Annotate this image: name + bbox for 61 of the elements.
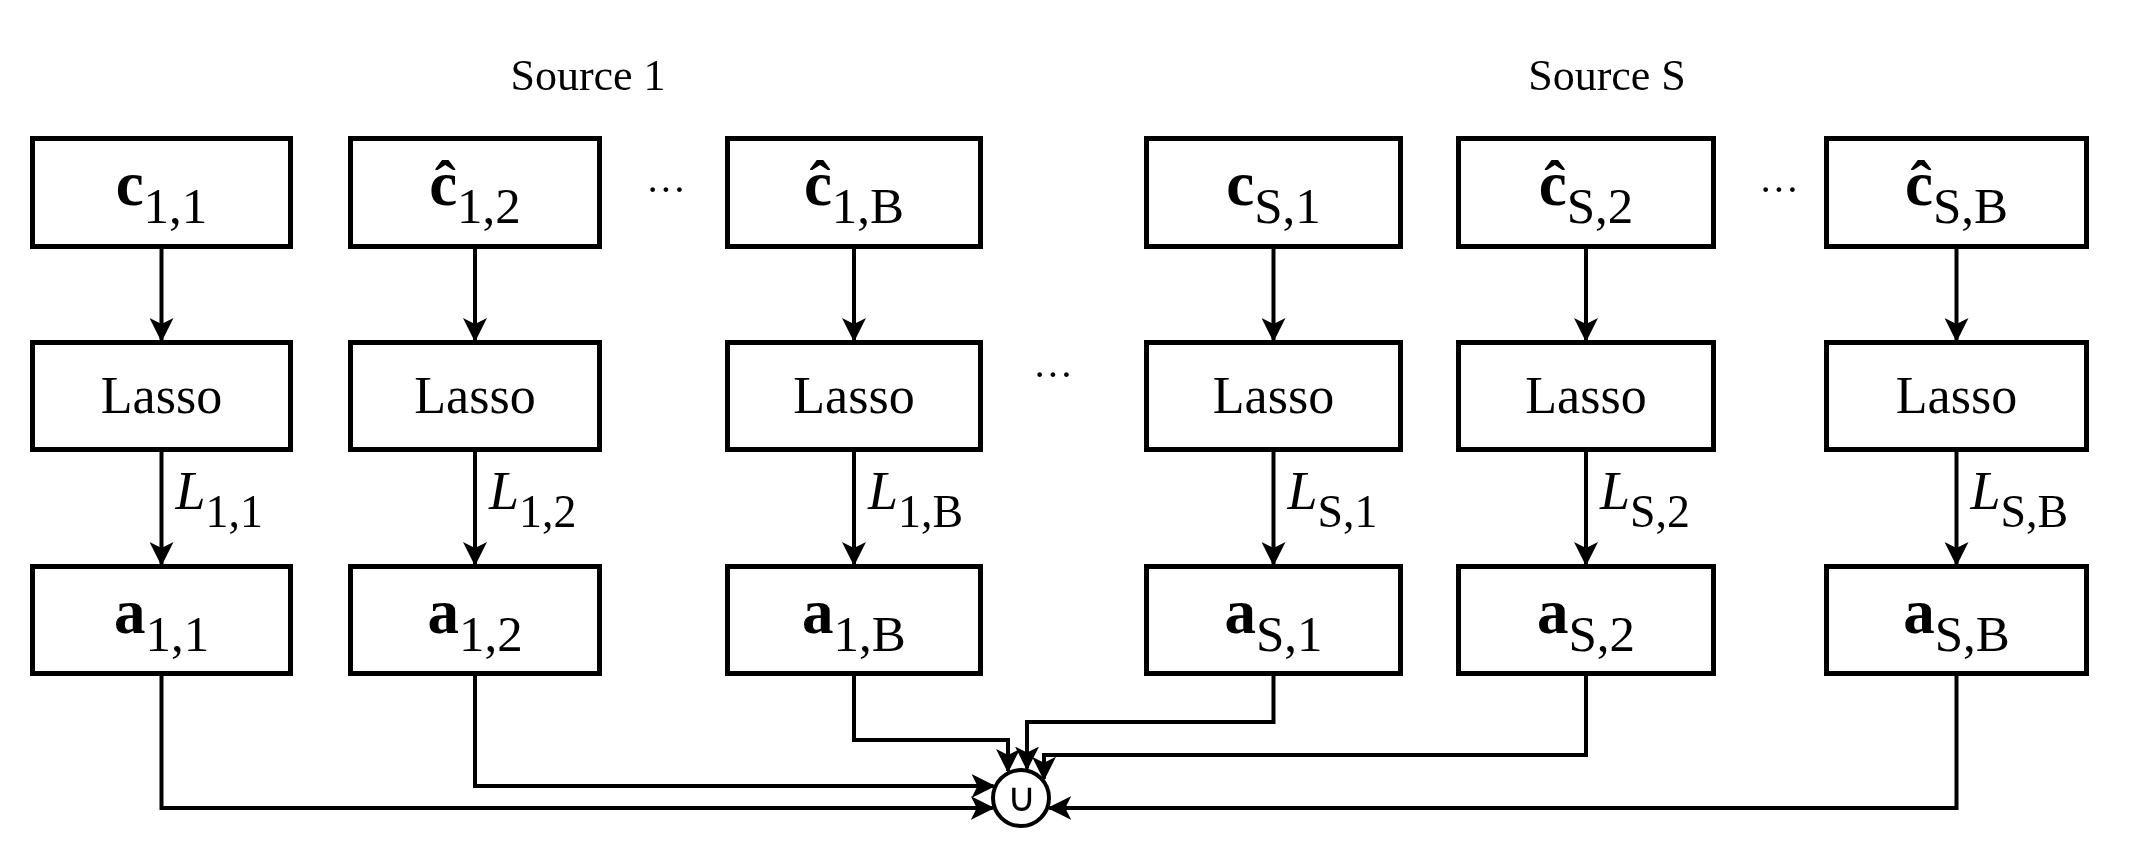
process-label: Lasso bbox=[1212, 370, 1335, 422]
arrow bbox=[1261, 452, 1286, 566]
process-box bbox=[30, 340, 293, 452]
process-label: Lasso bbox=[100, 370, 223, 422]
variable-label: a$_{1,1}$ bbox=[113, 580, 210, 660]
variable-box bbox=[725, 564, 983, 676]
group-title: Source S bbox=[1528, 54, 1686, 98]
process-label: Lasso bbox=[1895, 370, 2018, 422]
variable-box bbox=[1144, 136, 1403, 249]
variable-box bbox=[1824, 564, 2089, 676]
variable-box bbox=[1824, 136, 2089, 249]
arrow bbox=[463, 249, 487, 342]
ellipsis: ··· bbox=[1759, 170, 1799, 210]
union-symbol: ∪ bbox=[1006, 778, 1036, 818]
arrow bbox=[1944, 452, 1969, 566]
variable-label: a$_{1,B}$ bbox=[802, 580, 906, 660]
process-box bbox=[725, 340, 983, 452]
arrow bbox=[1261, 249, 1286, 342]
process-label: Lasso bbox=[1525, 370, 1647, 422]
variable-label: a$_{S,1}$ bbox=[1224, 580, 1323, 660]
variable-box bbox=[1456, 564, 1716, 676]
variable-box bbox=[30, 136, 293, 249]
ellipsis: ··· bbox=[1033, 355, 1073, 395]
process-box bbox=[1144, 340, 1403, 452]
ellipsis: ··· bbox=[646, 170, 686, 210]
variable-label: ĉ$_{1,B}$ bbox=[803, 153, 905, 232]
variable-box bbox=[348, 136, 602, 249]
arrow bbox=[1032, 676, 1588, 781]
arrow bbox=[159, 676, 995, 820]
union-circle bbox=[991, 768, 1051, 828]
variable-label: ĉ$_{S,2}$ bbox=[1538, 153, 1634, 232]
variable-label: ĉ$_{S,B}$ bbox=[1904, 153, 2009, 232]
process-label: Lasso bbox=[414, 370, 536, 422]
arrow bbox=[463, 452, 487, 566]
process-box bbox=[348, 340, 602, 452]
arrow bbox=[842, 249, 866, 342]
process-box bbox=[1824, 340, 2089, 452]
arrow bbox=[842, 452, 866, 566]
variable-label: a$_{S,2}$ bbox=[1536, 580, 1636, 660]
arrow bbox=[1015, 676, 1276, 771]
variable-box bbox=[1144, 564, 1403, 676]
variable-box bbox=[725, 136, 983, 249]
variable-label: c$_{S,1}$ bbox=[1226, 153, 1321, 232]
arrow bbox=[1944, 249, 1969, 342]
variable-label: a$_{S,B}$ bbox=[1903, 580, 2010, 660]
variable-label: c$_{1,1}$ bbox=[115, 153, 208, 232]
process-label: Lasso bbox=[793, 370, 915, 422]
process-box bbox=[1456, 340, 1716, 452]
arrow bbox=[149, 249, 174, 342]
variable-box bbox=[1456, 136, 1716, 249]
variable-box bbox=[348, 564, 602, 676]
arrow bbox=[852, 676, 1020, 773]
arrow bbox=[1574, 249, 1598, 342]
arrow bbox=[473, 676, 996, 798]
arrow bbox=[1574, 452, 1598, 566]
arrow bbox=[149, 452, 174, 566]
arrow bbox=[1047, 676, 1959, 820]
variable-box bbox=[30, 564, 293, 676]
variable-label: ĉ$_{1,2}$ bbox=[429, 153, 521, 232]
variable-label: a$_{1,2}$ bbox=[427, 580, 523, 660]
group-title: Source 1 bbox=[510, 54, 666, 98]
